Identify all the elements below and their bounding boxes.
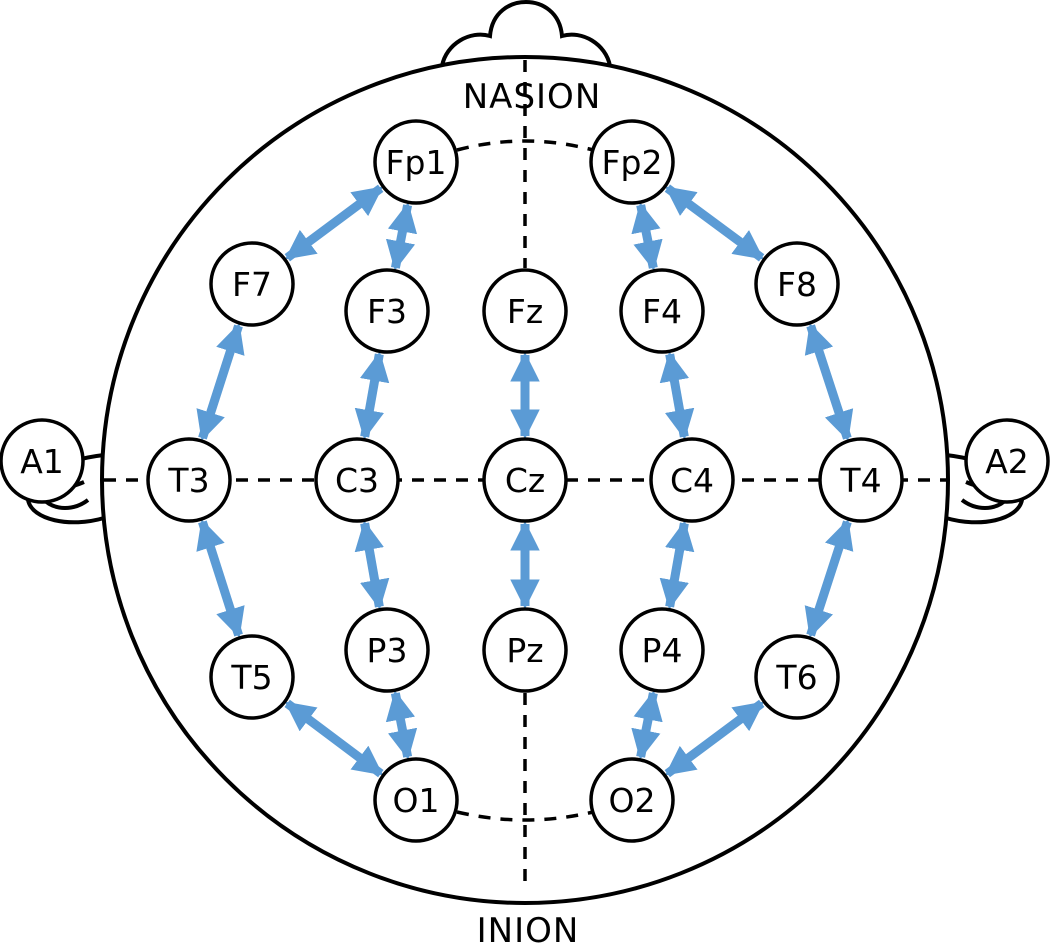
electrode-fp1: Fp1 xyxy=(373,119,459,205)
electrode-circle xyxy=(373,757,459,843)
electrode-t3: T3 xyxy=(146,437,232,523)
electrode-circle xyxy=(344,268,430,354)
arrow-fp2-f4 xyxy=(631,202,663,271)
electrode-circle xyxy=(589,119,675,205)
electrode-circle xyxy=(482,607,568,693)
electrode-label: C4 xyxy=(670,461,714,500)
electrode-f3: F3 xyxy=(344,268,430,354)
electrode-label: P4 xyxy=(642,631,683,670)
electrode-t5: T5 xyxy=(209,634,295,720)
electrode-label: T5 xyxy=(230,658,272,697)
arrow-fp1-f3 xyxy=(385,202,418,271)
electrode-label: T3 xyxy=(167,461,209,500)
arrow-f7-t3 xyxy=(196,323,245,441)
arrow-p4-o2 xyxy=(631,690,663,760)
electrode-circle xyxy=(754,634,840,720)
arrow-f3-c3 xyxy=(354,351,390,440)
electrode-circle xyxy=(344,607,430,693)
electrode-label: A1 xyxy=(20,442,64,481)
arrow-t4-t6 xyxy=(804,519,854,638)
electrode-circle xyxy=(619,268,705,354)
electrode-a2: A2 xyxy=(964,418,1050,504)
electrode-label: Fp2 xyxy=(602,143,663,182)
electrode-circle xyxy=(589,757,675,843)
electrode-circle xyxy=(818,437,904,523)
electrode-o2: O2 xyxy=(589,757,675,843)
arrow-t6-o2 xyxy=(664,699,765,778)
arrow-p3-o1 xyxy=(385,690,418,760)
electrode-label: F4 xyxy=(642,292,682,331)
electrode-label: F8 xyxy=(777,265,817,304)
electrode-circle xyxy=(619,607,705,693)
electrode-label: Cz xyxy=(505,461,545,500)
arrow-c3-p3 xyxy=(354,520,390,610)
arrow-f8-t4 xyxy=(804,323,854,441)
electrode-circle xyxy=(146,437,232,523)
electrode-circle xyxy=(754,241,840,327)
electrode-f4: F4 xyxy=(619,268,705,354)
bipolar-chain-arrows xyxy=(196,184,854,778)
electrode-label: T6 xyxy=(775,658,817,697)
electrode-circle xyxy=(649,437,735,523)
electrode-label: T4 xyxy=(839,461,881,500)
electrode-t6: T6 xyxy=(754,634,840,720)
electrode-label: Fz xyxy=(507,292,543,331)
electrode-c3: C3 xyxy=(314,437,400,523)
electrode-label: C3 xyxy=(335,461,379,500)
electrode-circle xyxy=(314,437,400,523)
electrode-f8: F8 xyxy=(754,241,840,327)
arrow-t3-t5 xyxy=(196,519,245,638)
electrode-label: O2 xyxy=(609,781,656,820)
occipital-arc xyxy=(456,810,594,822)
electrode-circle xyxy=(482,268,568,354)
nasion-label: NASION xyxy=(463,77,602,117)
electrode-circle xyxy=(482,437,568,523)
nose-outline xyxy=(440,0,612,67)
electrode-cz: Cz xyxy=(482,437,568,523)
electrode-f7: F7 xyxy=(209,241,295,327)
electrode-label: F3 xyxy=(367,292,407,331)
arrow-fp1-f7 xyxy=(284,184,384,262)
electrode-a1: A1 xyxy=(0,418,85,504)
electrode-label: F7 xyxy=(232,265,272,304)
inion-label: INION xyxy=(477,911,580,943)
electrode-label: A2 xyxy=(985,442,1029,481)
electrode-label: P3 xyxy=(367,631,408,670)
electrode-pz: Pz xyxy=(482,607,568,693)
electrode-circle xyxy=(209,634,295,720)
electrode-circle xyxy=(373,119,459,205)
arrow-c4-p4 xyxy=(659,520,695,610)
frontal-arc xyxy=(456,139,594,152)
electrode-circle xyxy=(0,418,85,504)
electrode-p4: P4 xyxy=(619,607,705,693)
electrode-label: O1 xyxy=(393,781,440,820)
arrow-fp2-f8 xyxy=(664,184,765,262)
electrode-p3: P3 xyxy=(344,607,430,693)
electrode-c4: C4 xyxy=(649,437,735,523)
arrow-f4-c4 xyxy=(659,351,695,440)
electrode-fp2: Fp2 xyxy=(589,119,675,205)
arrow-t5-o1 xyxy=(284,699,384,778)
electrode-o1: O1 xyxy=(373,757,459,843)
electrode-label: Pz xyxy=(506,631,543,670)
electrode-label: Fp1 xyxy=(386,143,447,182)
electrode-fz: Fz xyxy=(482,268,568,354)
electrode-circle xyxy=(964,418,1050,504)
electrode-circle xyxy=(209,241,295,327)
electrode-t4: T4 xyxy=(818,437,904,523)
